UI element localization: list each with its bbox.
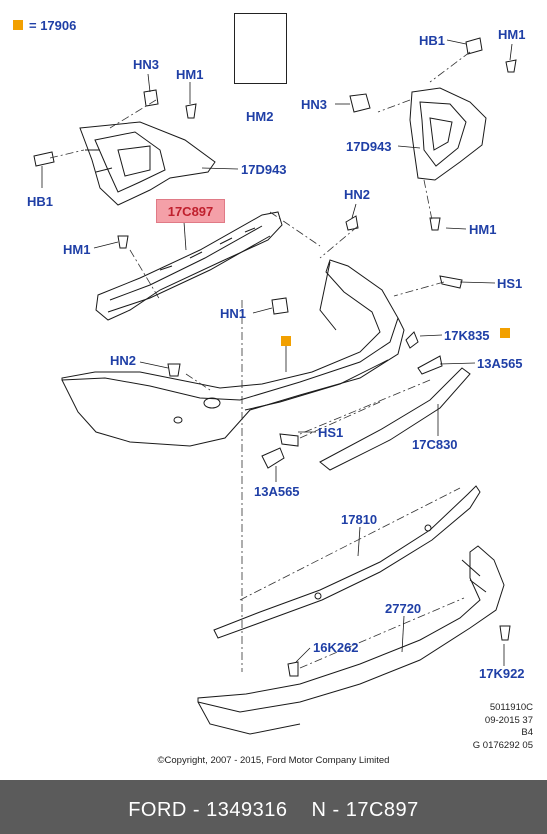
lower-cover-27720	[197, 545, 505, 735]
legend-text: = 17906	[29, 18, 77, 33]
meta-line-3: B4	[521, 727, 533, 738]
label-hn3-top[interactable]: HN3	[133, 57, 160, 72]
label-hn3-right[interactable]: HN3	[301, 97, 328, 112]
highlighted-part-text: 17C897	[167, 204, 214, 219]
label-17810[interactable]: 17810	[341, 512, 378, 527]
label-hn1[interactable]: HN1	[220, 306, 247, 321]
label-17k922[interactable]: 17K922	[479, 666, 525, 681]
label-hm1-top[interactable]: HM1	[176, 67, 204, 82]
label-hn2-left[interactable]: HN2	[110, 353, 137, 368]
copyright-text: ©Copyright, 2007 - 2015, Ford Motor Comp…	[157, 755, 390, 766]
label-17d943-left[interactable]: 17D943	[241, 162, 287, 177]
footer-code: N - 17C897	[311, 799, 419, 821]
legend-marker	[13, 20, 23, 30]
highlighted-part-label[interactable]: 17C897	[156, 199, 225, 223]
marker-17906-a	[281, 336, 291, 346]
bracket-13a565-right	[417, 355, 443, 375]
label-hm2[interactable]: HM2	[246, 109, 274, 124]
valance-17810	[213, 485, 481, 639]
footer-text: FORD - 1349316 N - 17C897	[0, 799, 547, 822]
meta-line-4: G 0176292 05	[472, 739, 533, 751]
label-16k262[interactable]: 16K262	[313, 640, 359, 655]
label-hn2-top[interactable]: HN2	[344, 187, 371, 202]
meta-line-2: 09-2015 37	[484, 714, 533, 726]
label-13a565-left[interactable]: 13A565	[254, 484, 300, 499]
bracket-left-17d943	[79, 121, 216, 206]
label-hm1-left[interactable]: HM1	[63, 242, 91, 257]
label-17k835[interactable]: 17K835	[444, 328, 490, 343]
bracket-right-17d943	[409, 87, 487, 181]
diagram-lineart	[33, 37, 517, 735]
label-hm1-right-top[interactable]: HM1	[498, 27, 526, 42]
label-hs1-right[interactable]: HS1	[497, 276, 523, 291]
label-hb1-right[interactable]: HB1	[419, 33, 446, 48]
label-17d943-right[interactable]: 17D943	[346, 139, 392, 154]
label-hb1-left[interactable]: HB1	[27, 194, 54, 209]
footer-part-number: FORD - 1349316	[128, 799, 288, 821]
label-hm1-right-mid[interactable]: HM1	[469, 222, 497, 237]
label-27720[interactable]: 27720	[385, 601, 422, 616]
bracket-13a565-left	[261, 447, 285, 469]
reinforcement-17c897	[95, 211, 283, 321]
label-hs1-mid[interactable]: HS1	[318, 425, 344, 440]
inset-box-hm2	[234, 13, 287, 84]
bumper-cover	[61, 259, 405, 447]
footer-bar: FORD - 1349316 N - 17C897	[0, 780, 547, 834]
fasteners	[33, 37, 517, 677]
moulding-17c830	[319, 367, 471, 471]
marker-17906-b	[500, 328, 510, 338]
clip-17k835	[405, 331, 419, 349]
label-17c830[interactable]: 17C830	[412, 437, 458, 452]
parts-diagram: = 17906 17C897 HN3 HM1 HM2 HB1 HM1 HN3 1…	[13, 13, 533, 766]
label-13a565-right[interactable]: 13A565	[477, 356, 523, 371]
diagram-meta: 5011910C 09-2015 37 B4 G 0176292 05	[473, 702, 533, 752]
meta-line-1: 5011910C	[489, 702, 533, 713]
